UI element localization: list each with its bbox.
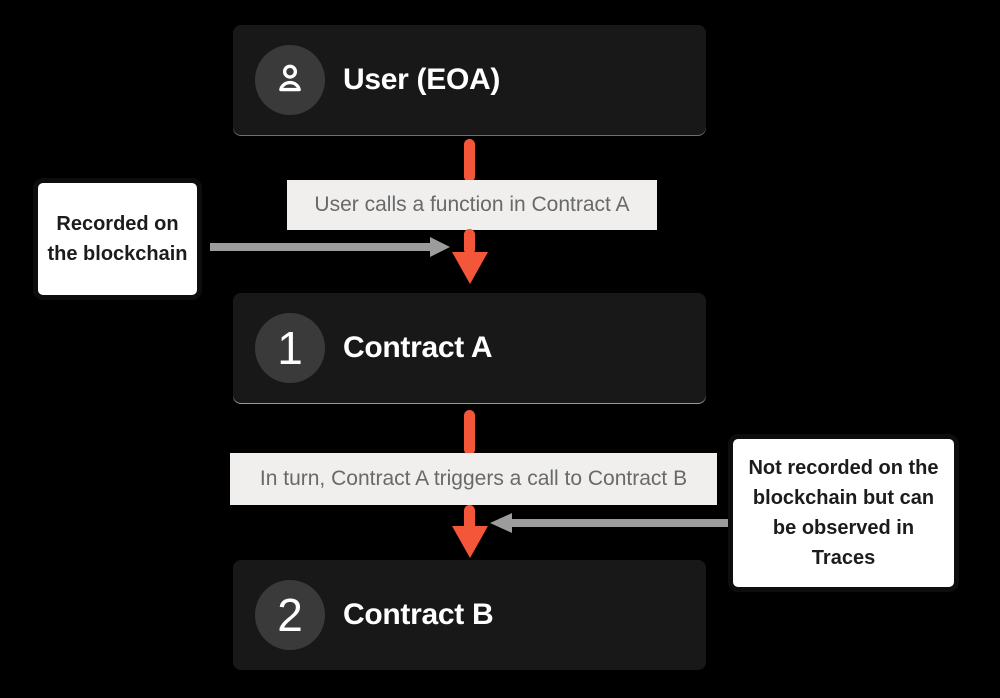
arrow-user-to-a-segment [464, 139, 475, 182]
arrow-a-to-b-segment [464, 505, 475, 531]
step-badge-2: 2 [255, 580, 325, 650]
gray-arrow-left-shaft [210, 243, 430, 251]
step-number: 2 [277, 589, 303, 641]
annotation-not-recorded-traces: Not recorded on the blockchain but can b… [728, 434, 959, 592]
annotation-recorded-on-chain: Recorded on the blockchain [33, 178, 202, 300]
user-icon [271, 59, 309, 102]
node-user-eoa: User (EOA) [233, 25, 706, 135]
step-number: 1 [277, 322, 303, 374]
arrow-a-to-b-head [452, 526, 488, 558]
gray-arrow-left-head [490, 513, 512, 533]
gray-arrow-right-head [430, 237, 450, 257]
node-contract-a: 1 Contract A [233, 293, 706, 403]
user-avatar [255, 45, 325, 115]
node-contract-b: 2 Contract B [233, 560, 706, 670]
node-title-user: User (EOA) [343, 63, 501, 96]
edge-label-user-to-a: User calls a function in Contract A [287, 180, 657, 230]
gray-arrow-right-shaft [512, 519, 728, 527]
step-badge-1: 1 [255, 313, 325, 383]
edge-label-a-to-b: In turn, Contract A triggers a call to C… [230, 453, 717, 505]
node-title-contract-a: Contract A [343, 331, 493, 364]
arrow-a-to-b-segment [464, 410, 475, 455]
node-title-contract-b: Contract B [343, 598, 494, 631]
arrow-user-to-a-head [452, 252, 488, 284]
arrow-user-to-a-segment [464, 229, 475, 255]
